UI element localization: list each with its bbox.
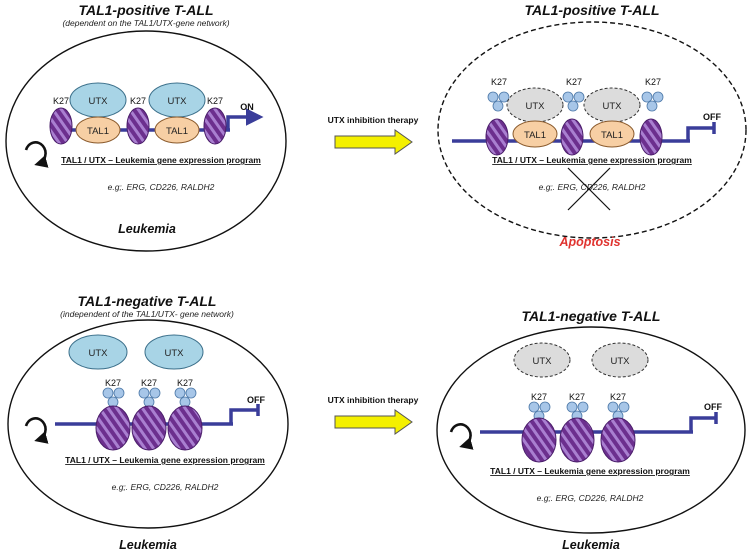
gene-state-label: ON — [240, 102, 254, 112]
gene-off-icon — [229, 404, 260, 424]
utx-label: UTX — [165, 348, 185, 359]
panel-tal1-negative-leukemia: TAL1-negative T-ALL (independent of the … — [7, 293, 289, 552]
utx-label: UTX — [89, 96, 109, 107]
panel-subtitle: (dependent on the TAL1/UTX-gene network) — [62, 18, 229, 28]
tal1-label: TAL1 — [524, 130, 546, 141]
k27-label: K27 — [569, 392, 585, 402]
panel-title: TAL1-negative T-ALL — [78, 293, 217, 309]
k27-label: K27 — [141, 378, 157, 388]
cell-outline — [436, 326, 746, 534]
k27-label: K27 — [645, 77, 661, 87]
gene-state-label: OFF — [704, 402, 722, 412]
tal1-protein — [589, 120, 635, 148]
panel-tal1-negative-after-therapy: TAL1-negative T-ALL OFF UTX UTX K27 K27 … — [436, 308, 746, 552]
example-genes: e.g;. ERG, CD226, RALDH2 — [108, 182, 215, 192]
block-cross-icon — [567, 167, 611, 211]
nucleosome — [131, 405, 167, 451]
nucleosome — [95, 405, 131, 451]
gene-state-label: OFF — [247, 395, 265, 405]
therapy-label: UTX inhibition therapy — [328, 115, 419, 125]
panel-tal1-positive-apoptosis: TAL1-positive T-ALL OFF K27 K27 K27 UTX … — [437, 2, 747, 249]
tal1-protein — [154, 116, 200, 144]
tal1-protein — [75, 116, 121, 144]
k27-label: K27 — [53, 96, 69, 106]
nucleosome — [639, 118, 663, 156]
utx-protein — [68, 334, 128, 370]
k27-label: K27 — [531, 392, 547, 402]
utx-inhibited — [513, 342, 571, 378]
therapy-label: UTX inhibition therapy — [328, 395, 419, 405]
program-label: TAL1 / UTX – Leukemia gene expression pr… — [65, 455, 265, 465]
k27-label: K27 — [610, 392, 626, 402]
nucleosome — [521, 417, 557, 463]
nucleosome — [559, 417, 595, 463]
panel-title: TAL1-negative T-ALL — [522, 308, 661, 324]
nucleosome — [49, 107, 73, 145]
nucleosome — [560, 118, 584, 156]
panel-tal1-positive-leukemia: TAL1-positive T-ALL (dependent on the TA… — [5, 2, 287, 252]
tal1-label: TAL1 — [601, 130, 623, 141]
panel-caption: Leukemia — [118, 222, 176, 236]
tal1-label: TAL1 — [166, 126, 188, 137]
k27-label: K27 — [566, 77, 582, 87]
methyl-marks — [528, 401, 630, 422]
k27-label: K27 — [207, 96, 223, 106]
k27-label: K27 — [177, 378, 193, 388]
panel-subtitle: (independent of the TAL1/UTX- gene netwo… — [60, 309, 234, 319]
utx-protein — [144, 334, 204, 370]
panel-caption: Leukemia — [119, 538, 177, 552]
therapy-arrow-bottom: UTX inhibition therapy — [328, 395, 419, 435]
utx-label: UTX — [168, 96, 188, 107]
utx-label: UTX — [89, 348, 109, 359]
nucleosome — [485, 118, 509, 156]
tal1-label: TAL1 — [87, 126, 109, 137]
methyl-marks — [102, 387, 197, 408]
nucleosome — [203, 107, 227, 145]
panel-title: TAL1-positive T-ALL — [524, 2, 659, 18]
panel-title: TAL1-positive T-ALL — [78, 2, 213, 18]
utx-label: UTX — [611, 356, 631, 367]
example-genes: e.g;. ERG, CD226, RALDH2 — [539, 182, 646, 192]
gene-off-icon — [686, 122, 716, 141]
utx-label: UTX — [603, 101, 623, 112]
cycle-arrow-icon — [24, 141, 49, 168]
gene-state-label: OFF — [703, 112, 721, 122]
nucleosome — [167, 405, 203, 451]
cell-outline — [7, 319, 289, 529]
panel-caption: Apoptosis — [558, 235, 620, 249]
k27-label: K27 — [491, 77, 507, 87]
cell-outline — [437, 21, 747, 239]
nucleosome — [126, 107, 150, 145]
nucleosome — [600, 417, 636, 463]
cycle-arrow-icon — [449, 423, 474, 450]
transcription-arrow-icon — [226, 108, 264, 130]
program-label: TAL1 / UTX – Leukemia gene expression pr… — [61, 155, 261, 165]
therapy-arrow-top: UTX inhibition therapy — [328, 115, 419, 155]
example-genes: e.g;. ERG, CD226, RALDH2 — [112, 482, 219, 492]
k27-label: K27 — [130, 96, 146, 106]
therapy-arrow-icon — [334, 409, 413, 435]
example-genes: e.g;. ERG, CD226, RALDH2 — [537, 493, 644, 503]
cycle-arrow-icon — [24, 417, 49, 444]
program-label: TAL1 / UTX – Leukemia gene expression pr… — [492, 155, 692, 165]
cell-outline — [5, 30, 287, 252]
utx-inhibited — [591, 342, 649, 378]
panel-caption: Leukemia — [562, 538, 620, 552]
program-label: TAL1 / UTX – Leukemia gene expression pr… — [490, 466, 690, 476]
tal1-protein — [512, 120, 558, 148]
k27-label: K27 — [105, 378, 121, 388]
utx-label: UTX — [526, 101, 546, 112]
utx-label: UTX — [533, 356, 553, 367]
methyl-marks — [487, 91, 664, 112]
therapy-arrow-icon — [334, 129, 413, 155]
gene-off-icon — [689, 412, 718, 432]
